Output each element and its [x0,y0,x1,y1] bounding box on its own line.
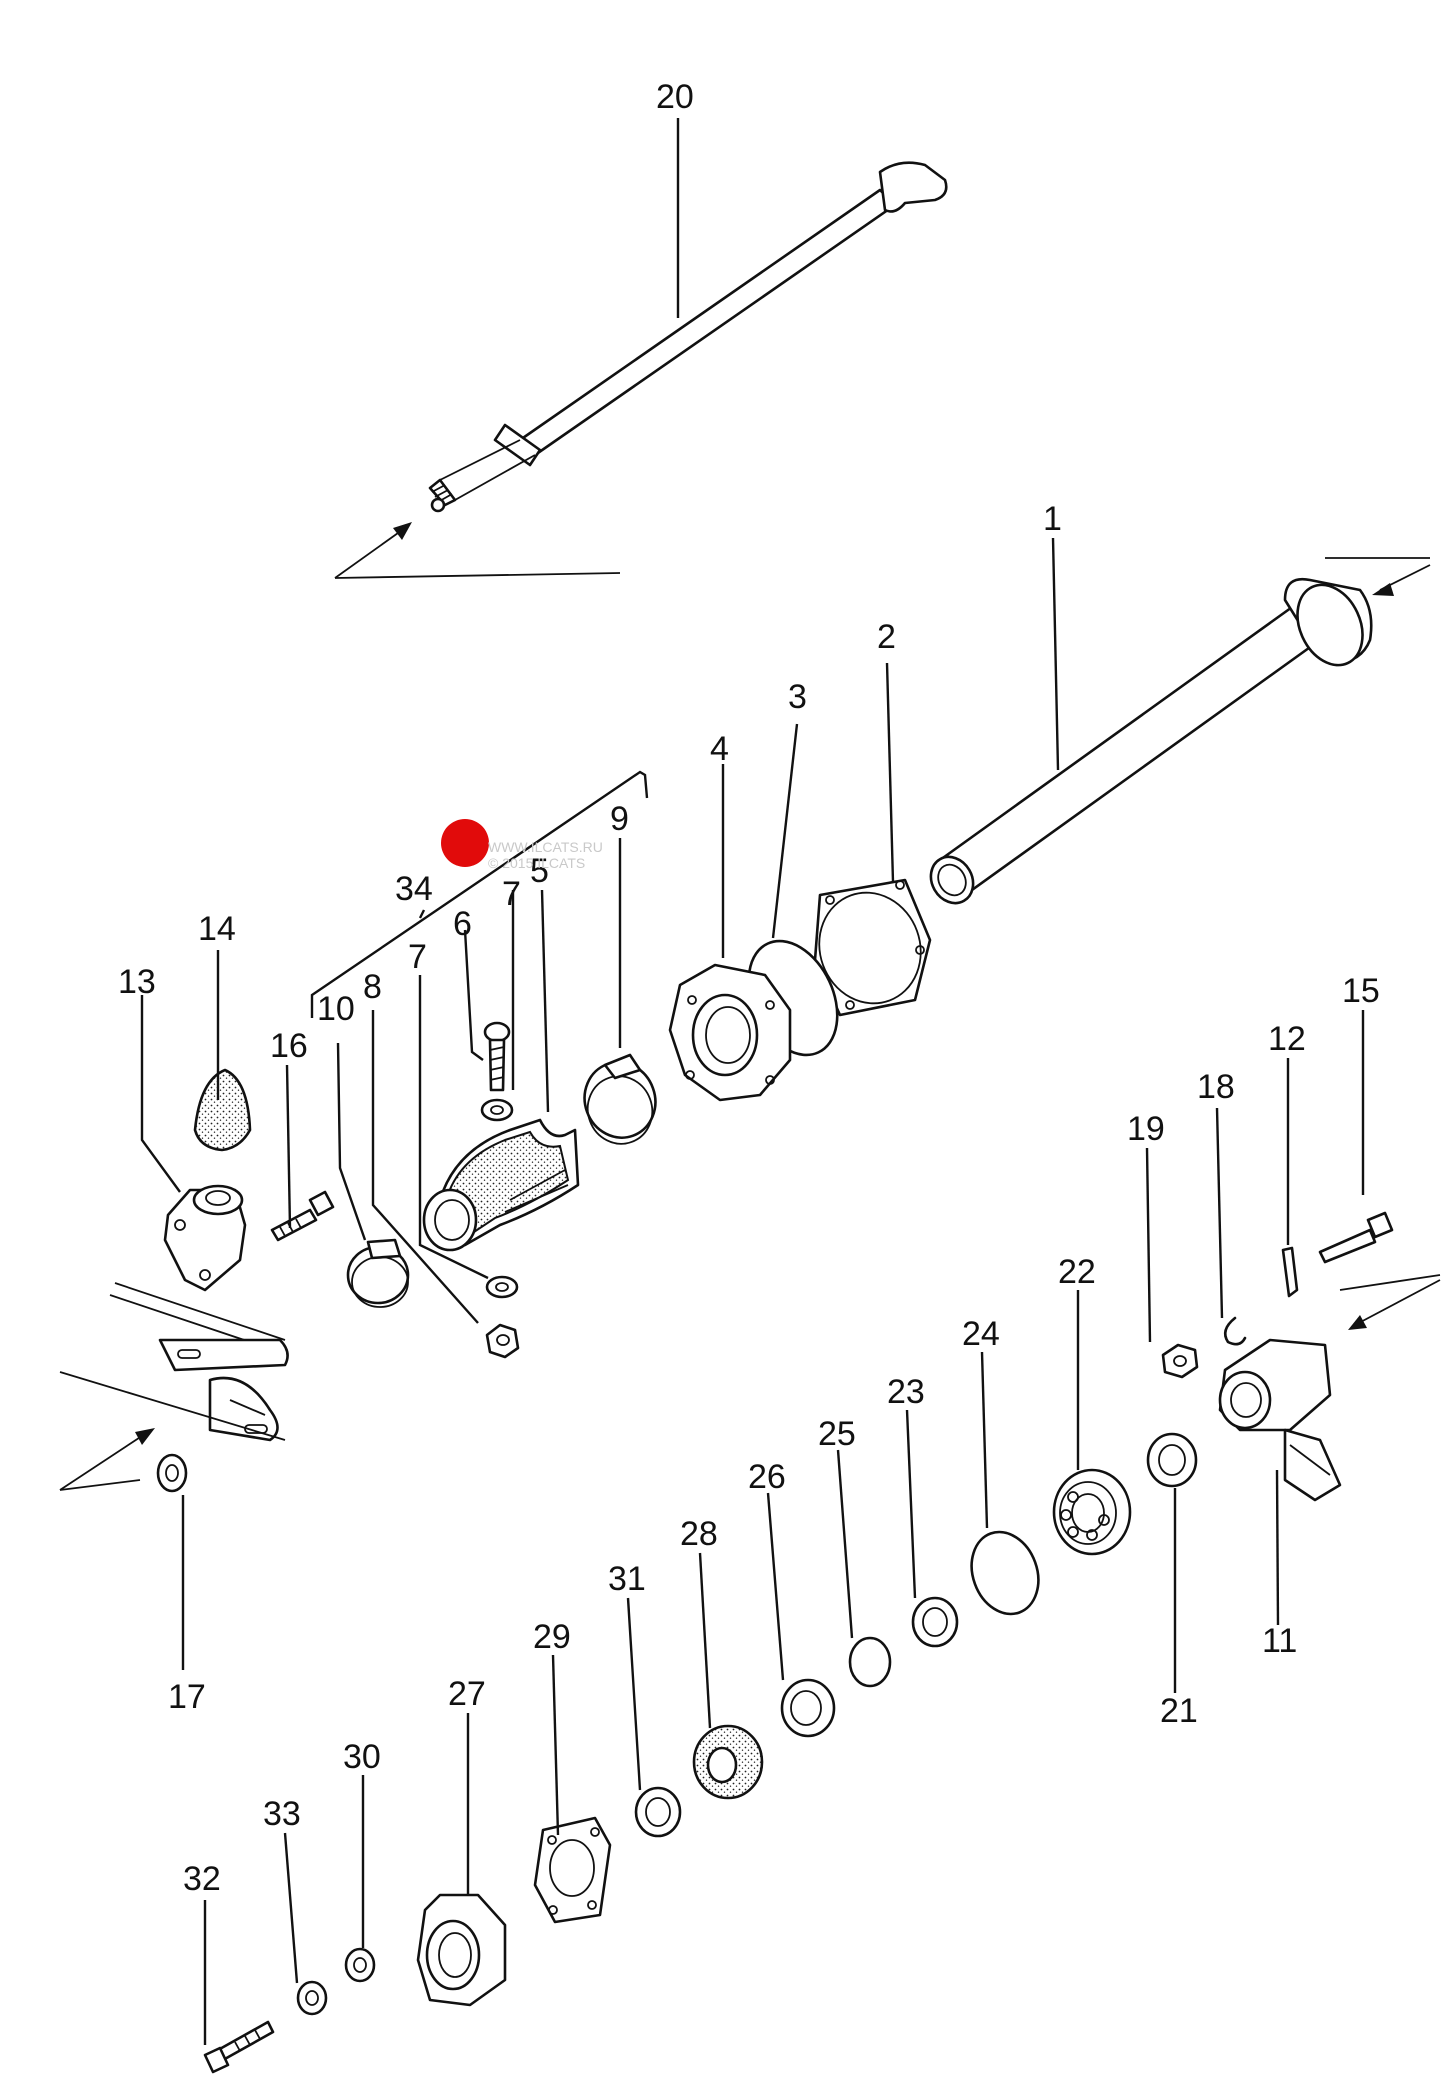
part-33-washer[interactable] [296,1980,328,2016]
callout-19: 19 [1127,1110,1165,1148]
part-16-bolt[interactable] [270,1190,335,1242]
part-19-nut[interactable] [1161,1343,1199,1379]
part-5-boot[interactable] [422,1118,580,1252]
callout-13: 13 [118,963,156,1001]
arrow-lower-left [59,1428,155,1491]
callout-1: 1 [1043,500,1062,538]
part-12-pin[interactable] [1281,1246,1299,1298]
callout-17: 17 [168,1678,206,1716]
part-32-bolt[interactable] [203,2020,275,2074]
leader-lines [140,118,1365,2045]
callout-labels: 20 1 2 3 4 9 34 7 5 6 7 8 10 14 13 16 17… [118,78,1380,1898]
callout-6: 6 [453,905,472,943]
part-25-snap-ring[interactable] [848,1636,892,1688]
callout-34: 34 [395,870,433,908]
part-1-axle-tube[interactable] [923,574,1375,911]
part-21-bearing-race[interactable] [1146,1432,1198,1488]
part-23-seal[interactable] [911,1596,959,1648]
watermark-line-2: © 2015 ILCATS [488,855,585,871]
part-24-o-ring[interactable] [961,1523,1050,1624]
part-26-bearing[interactable] [780,1678,836,1738]
part-31-seal[interactable] [634,1786,682,1838]
part-18-circlip[interactable] [1223,1316,1247,1346]
part-20-shaft[interactable] [428,161,948,513]
callout-2: 2 [877,618,896,656]
callout-16: 16 [270,1027,308,1065]
callout-12: 12 [1268,1020,1306,1058]
callout-8: 8 [363,968,382,1006]
arrow-right-middle [1339,1274,1441,1330]
callout-26: 26 [748,1458,786,1496]
callout-20: 20 [656,78,694,116]
part-22-ball-bearing[interactable] [1052,1468,1132,1556]
part-27-bearing-cover[interactable] [416,1893,507,2007]
part-7-washer-upper[interactable] [480,1098,514,1122]
arrow-top-right [1325,557,1431,596]
callout-22: 22 [1058,1253,1096,1291]
callout-31: 31 [608,1560,646,1598]
callout-11: 11 [1262,1622,1297,1660]
part-4-flange-housing[interactable] [668,963,792,1102]
callout-14: 14 [198,910,236,948]
callout-29: 29 [533,1618,571,1656]
arrow-top-left [334,522,621,579]
callout-7a: 7 [502,875,521,913]
callout-10: 10 [317,990,355,1028]
callout-7b: 7 [408,938,427,976]
group-34-bracket [310,770,649,1018]
part-17-washer[interactable] [156,1453,188,1493]
part-14-bump-stop[interactable] [193,1068,252,1152]
part-9-hose-clamp[interactable] [574,1052,666,1153]
callout-24: 24 [962,1315,1000,1353]
part-15-bolt[interactable] [1318,1211,1394,1264]
part-28-felt-seal[interactable] [692,1724,764,1800]
part-30-washer[interactable] [344,1947,376,1983]
mounting-strap [59,1282,289,1442]
part-7-washer-lower[interactable] [485,1275,519,1299]
part-8-nut[interactable] [485,1323,520,1359]
callout-5: 5 [530,852,549,890]
watermark-line-1: WWW.ILCATS.RU [488,839,603,855]
callout-27: 27 [448,1675,486,1713]
callout-15: 15 [1342,972,1380,1010]
callout-28: 28 [680,1515,718,1553]
callout-32: 32 [183,1860,221,1898]
callout-9: 9 [610,800,629,838]
callout-33: 33 [263,1795,301,1833]
part-10-hose-clamp[interactable] [346,1238,410,1308]
part-11-hub-carrier[interactable] [1218,1338,1342,1502]
callout-18: 18 [1197,1068,1235,1106]
callout-21: 21 [1160,1692,1198,1730]
part-13-bracket[interactable] [163,1184,247,1292]
red-marker-dot[interactable] [441,819,489,867]
callout-23: 23 [887,1373,925,1411]
part-2-gasket[interactable] [804,878,936,1017]
callout-4: 4 [710,730,729,768]
callout-3: 3 [788,678,807,716]
part-29-gasket[interactable] [533,1816,612,1924]
callout-30: 30 [343,1738,381,1776]
part-6-screw[interactable] [483,1021,511,1092]
callout-25: 25 [818,1415,856,1453]
